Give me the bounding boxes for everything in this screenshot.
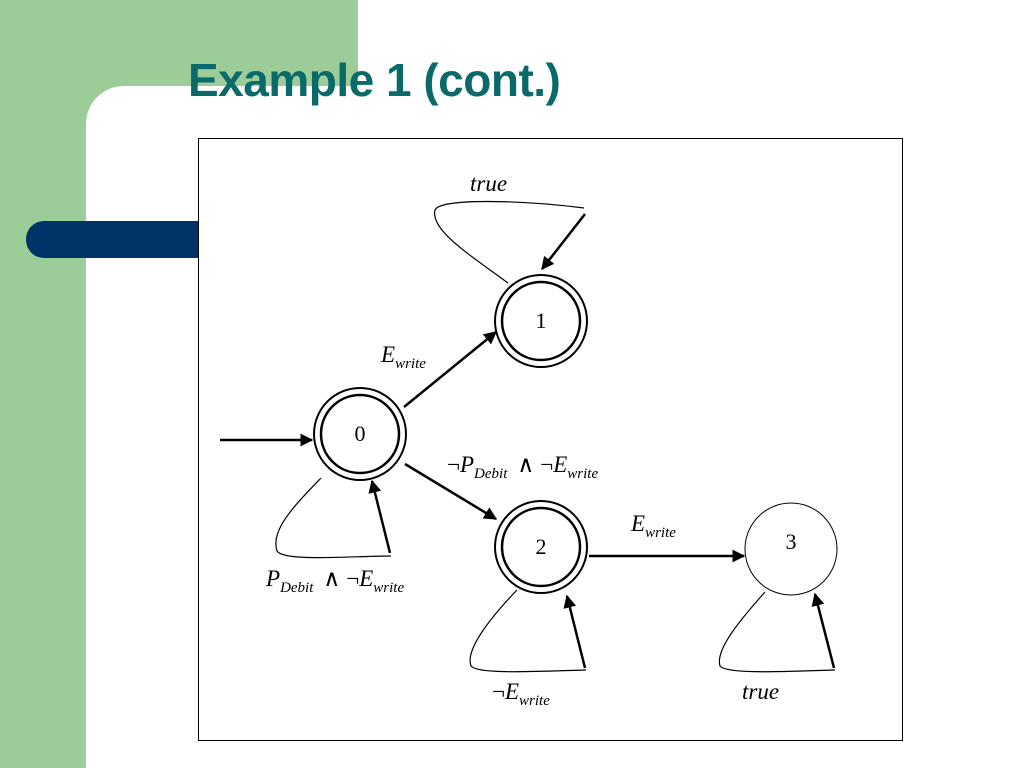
label-part: E <box>630 511 645 536</box>
loop-1-arrow <box>541 213 586 271</box>
state-2: 2 <box>494 500 588 594</box>
loop-0-label: PDebit ∧¬Ewrite <box>265 566 404 596</box>
loop-0 <box>275 477 392 559</box>
slide-title: Example 1 (cont.) <box>188 54 561 106</box>
loop-1 <box>434 200 585 284</box>
loop-1-label: true <box>470 171 507 196</box>
label-part: E <box>504 679 519 704</box>
loop-0-arrow <box>368 479 392 554</box>
label-part: write <box>373 580 404 596</box>
label-part: write <box>395 356 426 372</box>
accent-bar <box>26 221 226 258</box>
label-part: Debit <box>473 466 508 482</box>
edge-0-1-label: Ewrite <box>380 342 426 372</box>
edge-2-3-label: Ewrite <box>630 511 676 541</box>
label-part: P <box>459 452 474 477</box>
label-part: ¬ <box>540 452 553 477</box>
label-part: ∧ <box>517 452 534 477</box>
label-part: ¬ <box>346 566 359 591</box>
label-part: write <box>567 466 598 482</box>
label-part: Debit <box>279 580 314 596</box>
label-part: ∧ <box>323 566 340 591</box>
loop-3 <box>718 591 836 673</box>
state-2-label: 2 <box>536 534 547 559</box>
state-0-label: 0 <box>355 421 366 446</box>
loop-2 <box>469 589 587 673</box>
label-part: E <box>380 342 395 367</box>
loop-2-label: ¬Ewrite <box>492 679 550 709</box>
label-part: write <box>519 693 550 709</box>
edge-0-2 <box>404 462 498 521</box>
label-part: ¬ <box>492 679 505 704</box>
loop-3-label: true <box>742 679 779 704</box>
loop-2-arrow <box>563 594 587 669</box>
state-0: 0 <box>313 387 407 481</box>
label-part: E <box>552 452 567 477</box>
label-part: E <box>358 566 373 591</box>
label-part: P <box>265 566 280 591</box>
state-3: 3 <box>744 502 838 596</box>
edge-0-2-label: ¬PDebit∧¬Ewrite <box>447 452 598 482</box>
diagram-frame <box>198 138 903 741</box>
label-part: write <box>645 525 676 541</box>
label-part: ¬ <box>447 452 460 477</box>
state-1: 1 <box>494 274 588 368</box>
edge-0-1 <box>403 331 498 408</box>
state-1-label: 1 <box>536 308 547 333</box>
loop-3-arrow <box>811 592 836 669</box>
state-3-label: 3 <box>786 529 797 554</box>
